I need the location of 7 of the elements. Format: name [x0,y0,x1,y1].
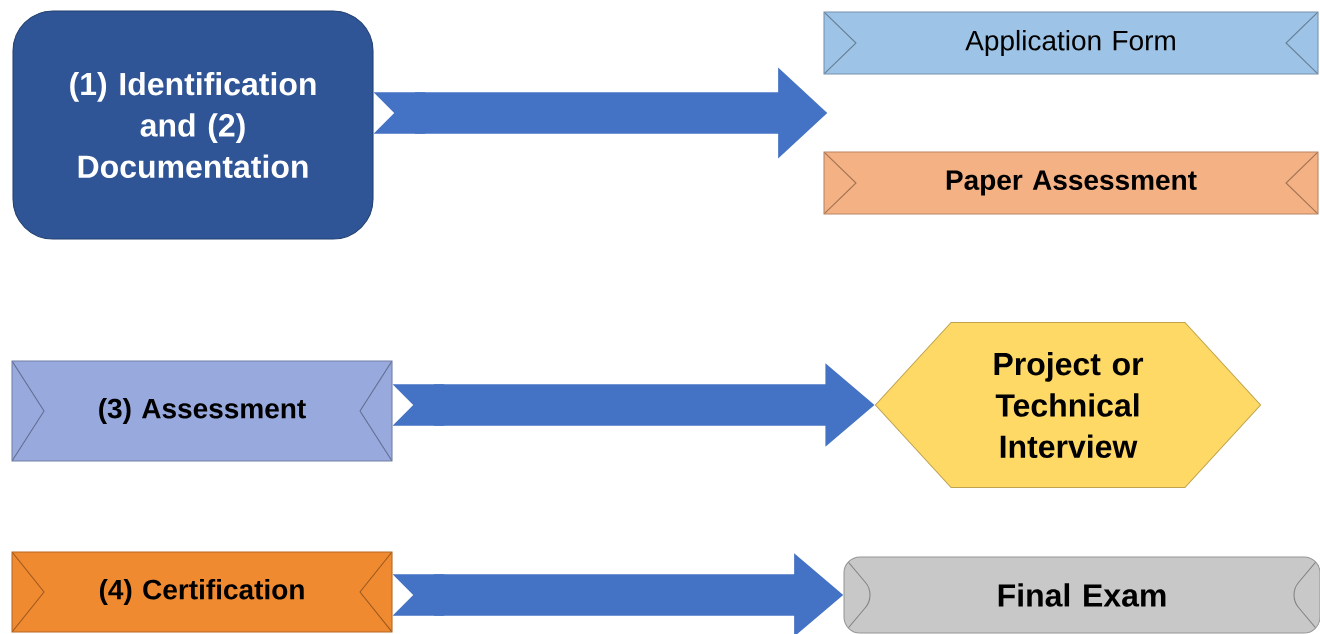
bevel-box: Application Form [823,11,1319,75]
process-box: (1) Identification and (2) Documentation [12,10,374,240]
bevel-box: (3) Assessment [11,360,393,462]
bevel-box: Paper Assessment [823,151,1319,215]
bevel-box: (4) Certification [11,551,393,633]
hexagon-box: Project or Technical Interview [874,321,1262,489]
rounded-box: Final Exam [843,556,1320,634]
